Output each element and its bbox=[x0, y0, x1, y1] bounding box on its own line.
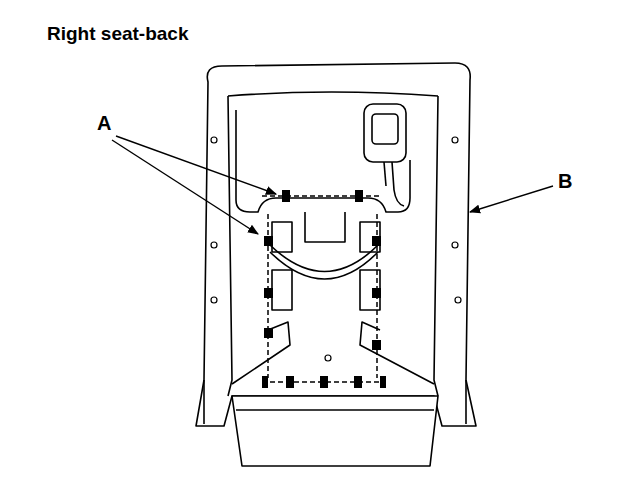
side-panel-line bbox=[228, 96, 232, 396]
side-panel-line bbox=[434, 96, 438, 396]
callout-letter: B bbox=[558, 171, 572, 191]
lower-bracket bbox=[360, 322, 434, 384]
diagram-title: Right seat-back bbox=[47, 24, 188, 43]
headrest-guide-inner bbox=[372, 114, 398, 144]
leader-line bbox=[116, 136, 276, 194]
wire-loop bbox=[270, 252, 378, 279]
bottom-tray bbox=[232, 396, 438, 466]
flap bbox=[465, 380, 467, 424]
guide-cable bbox=[384, 162, 386, 186]
clip bbox=[262, 190, 386, 388]
clip-line bbox=[262, 196, 386, 382]
mounting-hole bbox=[211, 137, 461, 361]
frame-pad bbox=[272, 222, 292, 252]
seat-back-shell bbox=[196, 63, 476, 426]
guide-cable bbox=[392, 162, 404, 206]
lower-bracket bbox=[232, 322, 290, 384]
callout-letter: A bbox=[97, 113, 111, 133]
wire-loop bbox=[270, 245, 378, 272]
cavity-tab bbox=[305, 212, 345, 242]
leader-line bbox=[470, 186, 553, 212]
bottom-tray-lip bbox=[236, 409, 434, 411]
leader-line bbox=[112, 140, 258, 234]
flap bbox=[203, 380, 205, 424]
frame-pad bbox=[272, 270, 292, 310]
headrest-guide bbox=[364, 104, 406, 162]
top-panel-line bbox=[228, 92, 438, 96]
